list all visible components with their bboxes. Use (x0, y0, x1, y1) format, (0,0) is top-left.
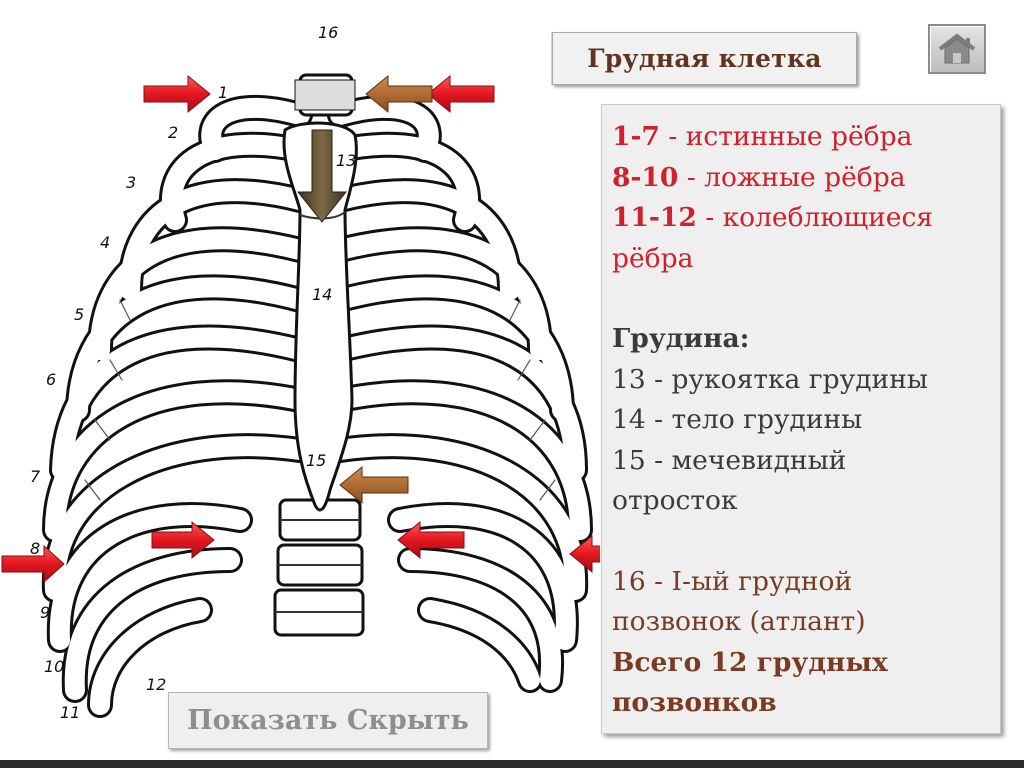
bottom-border (0, 760, 1024, 768)
spacer (612, 522, 1000, 562)
item-14-number: 14 (612, 404, 646, 435)
arrow-right-icon (1, 544, 65, 584)
item-15-number: 15 (612, 444, 646, 476)
item-13-text: - рукоятка грудины (645, 363, 928, 395)
show-hide-label: Показать Скрыть (187, 705, 469, 736)
label-4: 4 (100, 233, 110, 252)
floating-ribs-number: 11-12 (612, 202, 697, 233)
sternum-heading: Грудина: (612, 323, 750, 354)
label-9: 9 (40, 603, 50, 622)
spacer (612, 279, 1000, 319)
label-3: 3 (126, 173, 136, 192)
true-ribs-text: - истинные рёбра (659, 121, 913, 152)
label-11: 11 (60, 703, 80, 722)
home-icon (938, 34, 976, 64)
label-10: 10 (44, 657, 64, 676)
arrow-right-icon (151, 520, 215, 560)
item-16-text-cont: позвонок (атлант) (612, 606, 866, 637)
ribs-group (41, 94, 593, 718)
info-panel: 1-7 - истинные рёбра 8-10 - ложные рёбра… (601, 104, 1001, 734)
floating-ribs-text: - колеблющиеся (696, 202, 934, 233)
label-14: 14 (312, 285, 332, 304)
arrow-left-icon (397, 520, 465, 560)
total-line-1: Всего 12 грудных (612, 646, 888, 678)
item-16-text: - I-ый грудной (645, 565, 853, 597)
item-14-text: - тело грудины (645, 404, 863, 435)
item-16-line: 16 - I-ый грудной (612, 562, 1000, 603)
floating-ribs-line: 11-12 - колеблющиеся (612, 198, 1000, 239)
arrow-left-icon (339, 465, 409, 505)
label-13: 13 (336, 151, 356, 170)
label-2: 2 (168, 123, 178, 142)
item-15-line: 15 - мечевидный (612, 441, 1000, 482)
true-ribs-number: 1-7 (612, 121, 660, 152)
label-6: 6 (46, 370, 56, 389)
label-8: 8 (30, 539, 40, 558)
label-12: 12 (146, 675, 166, 694)
rib-number-labels: 16 1 2 3 4 5 6 7 8 9 10 11 12 13 14 15 (30, 23, 356, 722)
item-15-text: - мечевидный (645, 444, 847, 476)
label-5: 5 (74, 305, 84, 324)
page-title: Грудная клетка (587, 44, 822, 73)
arrow-left-icon (365, 74, 433, 114)
floating-ribs-text-cont: рёбра (612, 242, 694, 274)
show-hide-button[interactable]: Показать Скрыть (168, 692, 488, 749)
arrow-left-icon (427, 74, 495, 114)
rib-cage-illustration: 16 1 2 3 4 5 6 7 8 9 10 11 12 13 14 15 (1, 23, 600, 722)
false-ribs-number: 8-10 (612, 161, 679, 193)
vertebral-column (273, 73, 365, 637)
arrow-down-icon (296, 129, 348, 223)
label-16: 16 (318, 23, 338, 42)
item-14-line: 14 - тело грудины (612, 400, 1000, 441)
true-ribs-line: 1-7 - истинные рёбра (612, 117, 1000, 158)
false-ribs-line: 8-10 - ложные рёбра (612, 158, 1000, 199)
brown-arrows (339, 74, 433, 505)
arrow-right-icon (143, 74, 211, 114)
label-7: 7 (30, 467, 41, 486)
total-line-2: позвонков (612, 687, 777, 718)
false-ribs-text: - ложные рёбра (678, 161, 906, 193)
label-15: 15 (306, 451, 326, 470)
red-arrows (1, 74, 600, 584)
home-button[interactable] (928, 24, 986, 74)
item-13-number: 13 (612, 363, 646, 395)
label-1: 1 (218, 83, 228, 102)
item-15-text-cont: отросток (612, 485, 738, 516)
title-box: Грудная клетка (552, 32, 857, 85)
item-16-number: 16 (612, 565, 646, 597)
arrow-left-icon (569, 534, 600, 574)
rib-cage-drawing: 16 1 2 3 4 5 6 7 8 9 10 11 12 13 14 15 (1, 23, 600, 722)
item-13-line: 13 - рукоятка грудины (612, 360, 1000, 401)
sternum (282, 121, 358, 512)
